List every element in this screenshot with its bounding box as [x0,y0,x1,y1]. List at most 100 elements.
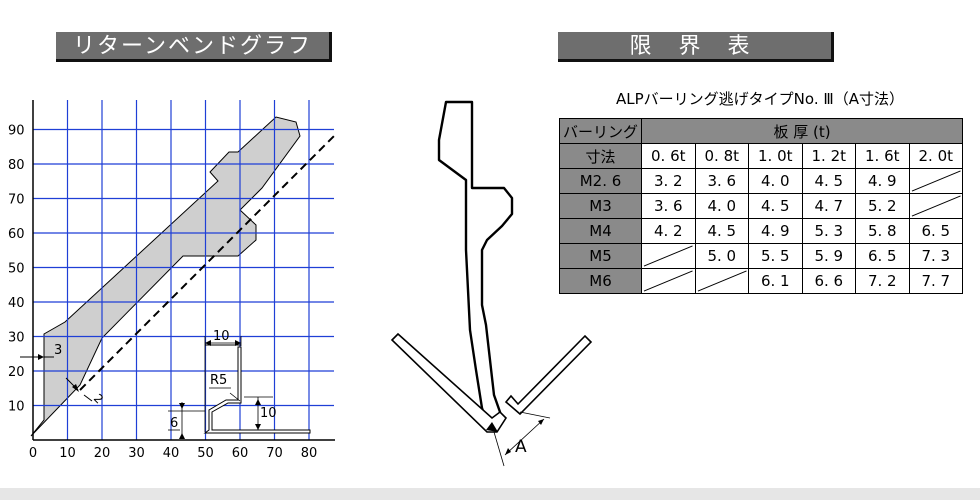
x-tick-label: 50 [197,446,214,461]
row-label: M2. 6 [559,168,642,194]
dim6-arrow-bottom [179,433,185,439]
thickness-header: 1. 0t [748,143,803,169]
y-tick-label: 60 [8,227,25,242]
value-cell: 3. 2 [641,168,696,194]
x-tick-label: 20 [94,446,111,461]
dim6-arrow-top [179,403,185,409]
table-caption: ALPバーリング逃げタイプNo. Ⅲ（A寸法） [616,90,904,108]
x-tick-label: 10 [59,446,76,461]
value-cell: 5. 0 [694,243,749,269]
value-cell: 7. 3 [908,243,963,269]
header-dimension: 寸法 [559,143,642,169]
return-bend-region [30,116,301,437]
profile-inset [168,336,311,438]
dim10-top-arrow-left [205,340,211,346]
header-row-1: バーリング 板 厚 (t) [559,118,963,144]
dim2-label: 2 [91,391,106,406]
y-tick-label: 20 [8,365,25,380]
bending-tool [437,100,514,428]
r5-label: R5 [210,373,227,388]
value-cell: 4. 0 [694,193,749,219]
dim-a-arrow-2 [538,419,544,425]
value-cell: 4. 2 [641,218,696,244]
thickness-header: 0. 6t [641,143,696,169]
value-cell: 6. 1 [748,268,803,294]
dim3-arrowhead [38,354,44,360]
value-cell: 7. 7 [908,268,963,294]
value-cell: 4. 5 [694,218,749,244]
value-cell: 5. 2 [855,193,910,219]
header-burring: バーリング [559,118,642,144]
dim10-right-arrow-top [255,399,261,405]
x-tick-label: 30 [128,446,145,461]
dim-a-arrow-1 [505,448,511,455]
bend-sheet [390,332,593,433]
dim-a [493,411,551,467]
dim2-arrow-b [83,394,93,402]
dim10-top-arrow-right [235,340,241,346]
value-cell: 6. 5 [855,243,910,269]
x-tick-labels: 10 20 30 40 50 60 70 80 0 [29,446,317,461]
row-label: M3 [559,193,642,219]
dim-a-label: A [515,437,527,457]
dim10-right-arrow-bottom [255,424,261,430]
value-cell: 7. 2 [855,268,910,294]
not-applicable-cell [908,168,963,194]
x-tick-label: 60 [232,446,249,461]
x-tick-label: 80 [301,446,318,461]
not-applicable-cell [908,193,963,219]
value-cell: 4. 0 [748,168,803,194]
thickness-header: 2. 0t [908,143,963,169]
value-cell: 4. 9 [748,218,803,244]
header-thickness: 板 厚 (t) [641,118,963,144]
dim10-right-label: 10 [260,406,277,421]
value-cell: 6. 5 [908,218,963,244]
row-label: M6 [559,268,642,294]
dim10-top-label: 10 [213,329,230,344]
row-label: M5 [559,243,642,269]
y-tick-label: 30 [8,331,25,346]
dim3-label: 3 [54,343,62,358]
value-cell: 3. 6 [694,168,749,194]
dim2-arrowhead [72,384,79,392]
not-applicable-cell [641,268,696,294]
value-cell: 5. 8 [855,218,910,244]
table-title: 限 界 表 [558,32,834,62]
y-tick-label: 90 [8,124,25,139]
dim6-label: 6 [170,416,178,431]
value-cell: 5. 9 [801,243,856,269]
value-cell: 4. 5 [748,193,803,219]
x-tick-label: 70 [266,446,283,461]
graph-title: リターンベンドグラフ [56,32,332,62]
x-tick-label-origin: 0 [29,446,37,461]
y-tick-label: 10 [8,400,25,415]
y-tick-label: 50 [8,262,25,277]
thickness-header: 1. 6t [855,143,910,169]
diagonal-dashed-line [79,135,335,391]
footer-bar [0,488,980,500]
y-tick-label: 80 [8,158,25,173]
value-cell: 5. 3 [801,218,856,244]
value-cell: 3. 6 [641,193,696,219]
x-tick-label: 40 [163,446,180,461]
not-applicable-cell [694,268,749,294]
value-cell: 6. 6 [801,268,856,294]
graph-grid [33,100,334,440]
value-cell: 4. 7 [801,193,856,219]
row-label: M4 [559,218,642,244]
thickness-header: 1. 2t [801,143,856,169]
thickness-header: 0. 8t [694,143,749,169]
y-tick-label: 70 [8,193,25,208]
value-cell: 4. 5 [801,168,856,194]
value-cell: 4. 9 [855,168,910,194]
value-cell: 5. 5 [748,243,803,269]
